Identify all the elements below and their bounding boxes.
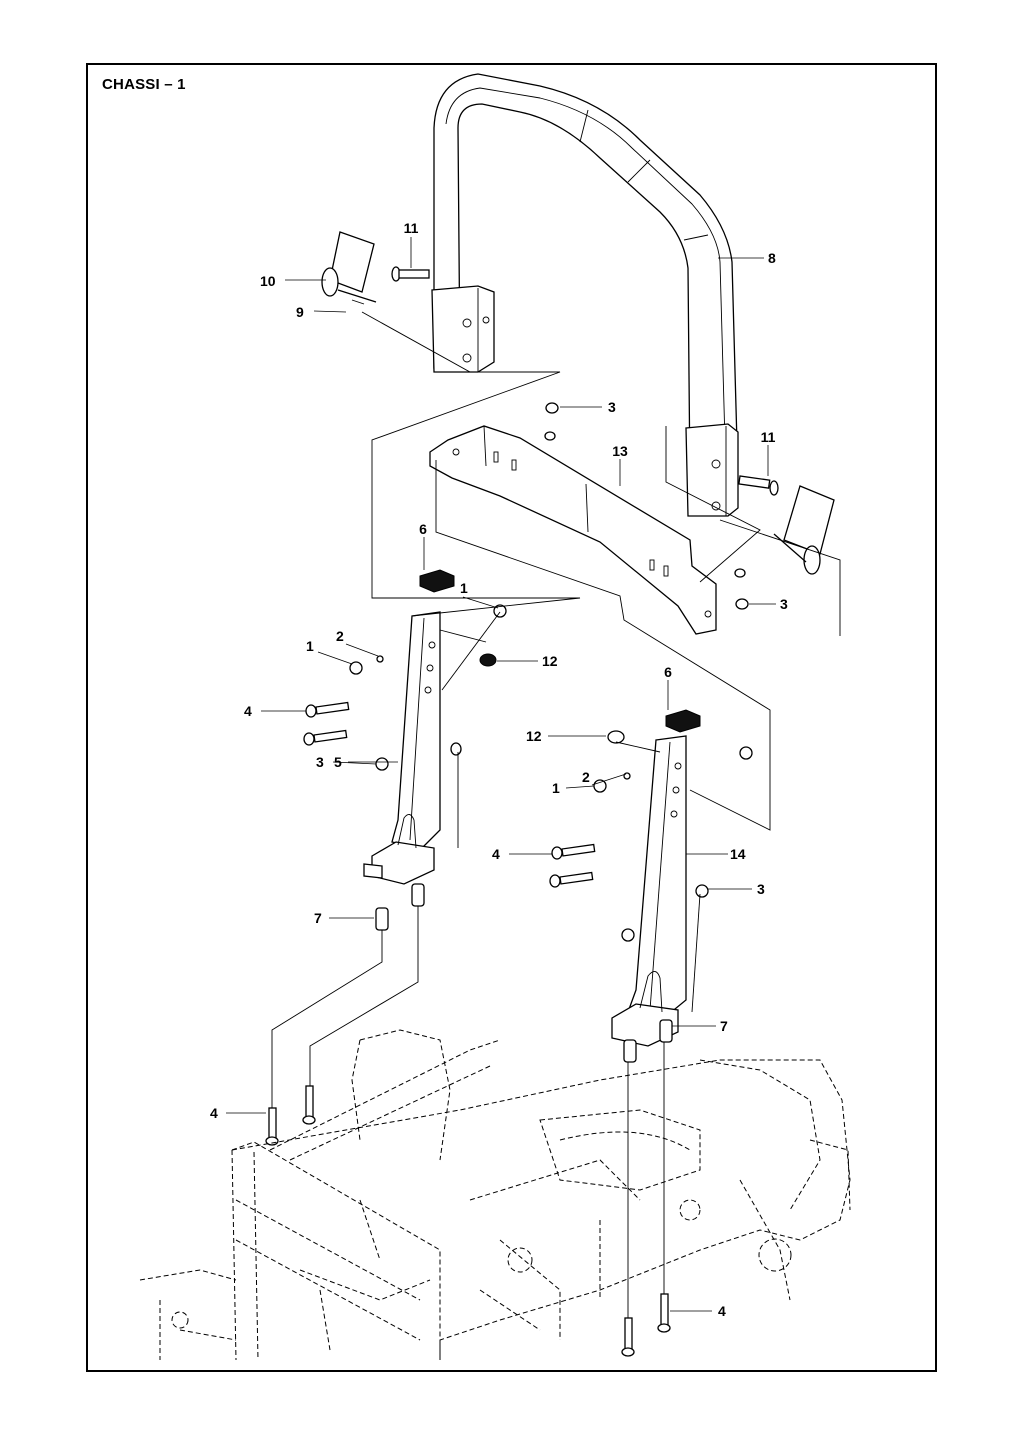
sleeve-7-right-a	[623, 1039, 637, 1063]
sleeve-7-left-b	[411, 883, 425, 907]
callout-6: 6	[419, 521, 427, 537]
callout-4: 4	[244, 703, 252, 719]
cap-left	[419, 569, 455, 593]
cross-bracket	[429, 425, 717, 635]
post-right	[611, 735, 687, 1047]
callout-11: 11	[404, 220, 419, 236]
callout-7: 7	[314, 910, 322, 926]
sleeve-7-left-a	[375, 907, 389, 931]
nuts-and-washers	[349, 402, 753, 942]
callout-3: 3	[780, 596, 788, 612]
sleeve-7-right-b	[659, 1019, 673, 1043]
leader-lines	[226, 237, 776, 1312]
callout-3: 3	[316, 754, 324, 770]
callout-2: 2	[582, 769, 590, 785]
callout-11: 11	[761, 429, 776, 445]
roll-bar	[431, 73, 739, 517]
callout-4: 4	[210, 1105, 218, 1121]
lock-pin-right	[773, 485, 835, 575]
callout-3: 3	[757, 881, 765, 897]
callout-1: 1	[552, 780, 560, 796]
bolts-4	[265, 701, 671, 1357]
diagram-title: CHASSI – 1	[102, 76, 186, 93]
callout-10: 10	[260, 273, 276, 289]
callout-1: 1	[460, 580, 468, 596]
callout-3: 3	[608, 399, 616, 415]
bolt-11-left	[391, 266, 430, 282]
bolt-11-right	[738, 475, 779, 496]
callout-12: 12	[542, 653, 558, 669]
callout-7: 7	[720, 1018, 728, 1034]
spacer-12-left	[479, 653, 497, 667]
chassis-frame	[139, 1029, 851, 1361]
callout-12: 12	[526, 728, 542, 744]
callout-5: 5	[334, 754, 342, 770]
callout-6: 6	[664, 664, 672, 680]
callout-8: 8	[768, 250, 776, 266]
callout-13: 13	[612, 443, 628, 459]
post-left	[363, 611, 441, 885]
callout-9: 9	[296, 304, 304, 320]
callout-4: 4	[718, 1303, 726, 1319]
callout-1: 1	[306, 638, 314, 654]
callouts: 11 8 10 9 3 11 13 6 1 3 2 1 12 6 4 12 5 …	[210, 220, 788, 1319]
cap-right	[665, 709, 701, 733]
callout-4: 4	[492, 846, 500, 862]
callout-14: 14	[730, 846, 746, 862]
lock-pin-left	[321, 231, 377, 305]
assembly-lines	[271, 311, 841, 1318]
spacer-12-right	[607, 730, 625, 744]
callout-2: 2	[336, 628, 344, 644]
diagram-frame	[86, 63, 937, 1372]
